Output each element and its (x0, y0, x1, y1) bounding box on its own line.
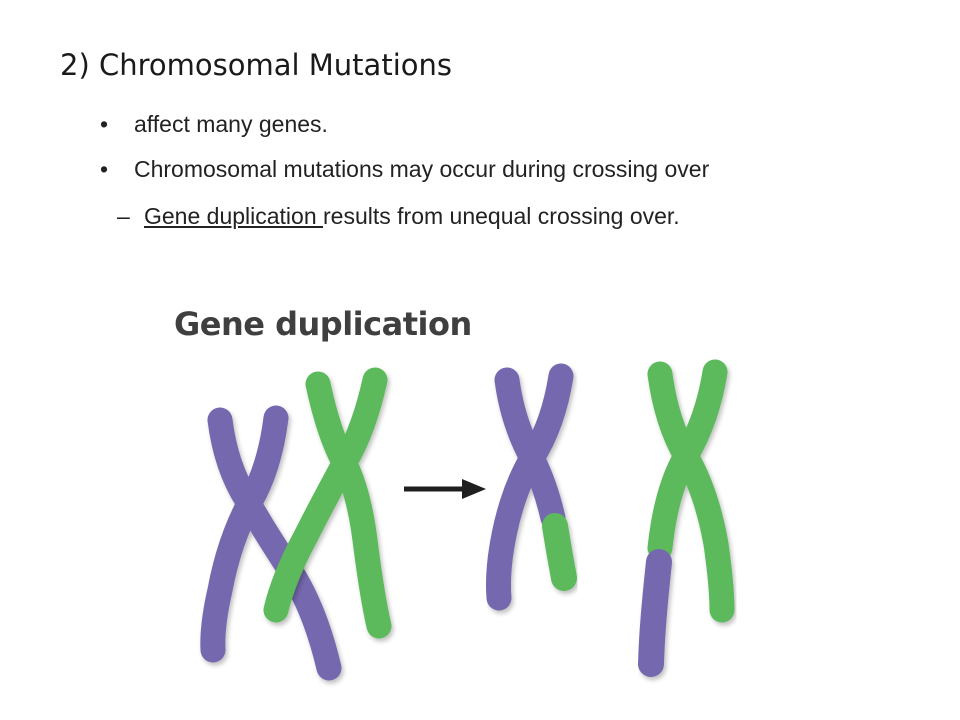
green-chromosome-deletion-result (638, 359, 735, 677)
chromatid-arm (647, 359, 728, 561)
figure-title: Gene duplication (174, 305, 472, 343)
sub-bullet-item: –Gene duplication results from unequal c… (117, 203, 680, 230)
underlined-term: Gene duplication (144, 203, 324, 229)
bullet-dot-icon: • (100, 156, 109, 182)
chromatid-arm (207, 407, 342, 681)
right-arrow-icon (404, 479, 486, 499)
chromatid-arm (305, 371, 392, 639)
bullet-item: • affect many genes. (100, 111, 328, 138)
green-chromosome-left (263, 367, 392, 639)
sub-bullet-text: results from unequal crossing over. (323, 203, 680, 229)
purple-chromosome-duplication-result (485, 363, 577, 611)
bullet-item: • Chromosomal mutations may occur during … (100, 156, 709, 183)
bullet-text: affect many genes. (134, 111, 328, 137)
slide-title: 2) Chromosomal Mutations (60, 48, 452, 82)
chromatid-arm (485, 363, 574, 611)
purple-chromosome-left (200, 405, 342, 681)
dash-icon: – (117, 203, 130, 229)
bullet-dot-icon: • (100, 111, 109, 137)
chromatid-arm (263, 367, 388, 623)
purple-segment (638, 549, 672, 677)
chromatid-arm (200, 405, 289, 663)
bullet-text: Chromosomal mutations may occur during c… (134, 156, 710, 182)
duplicated-green-segment (542, 513, 577, 591)
chromatid-arm (647, 361, 735, 623)
